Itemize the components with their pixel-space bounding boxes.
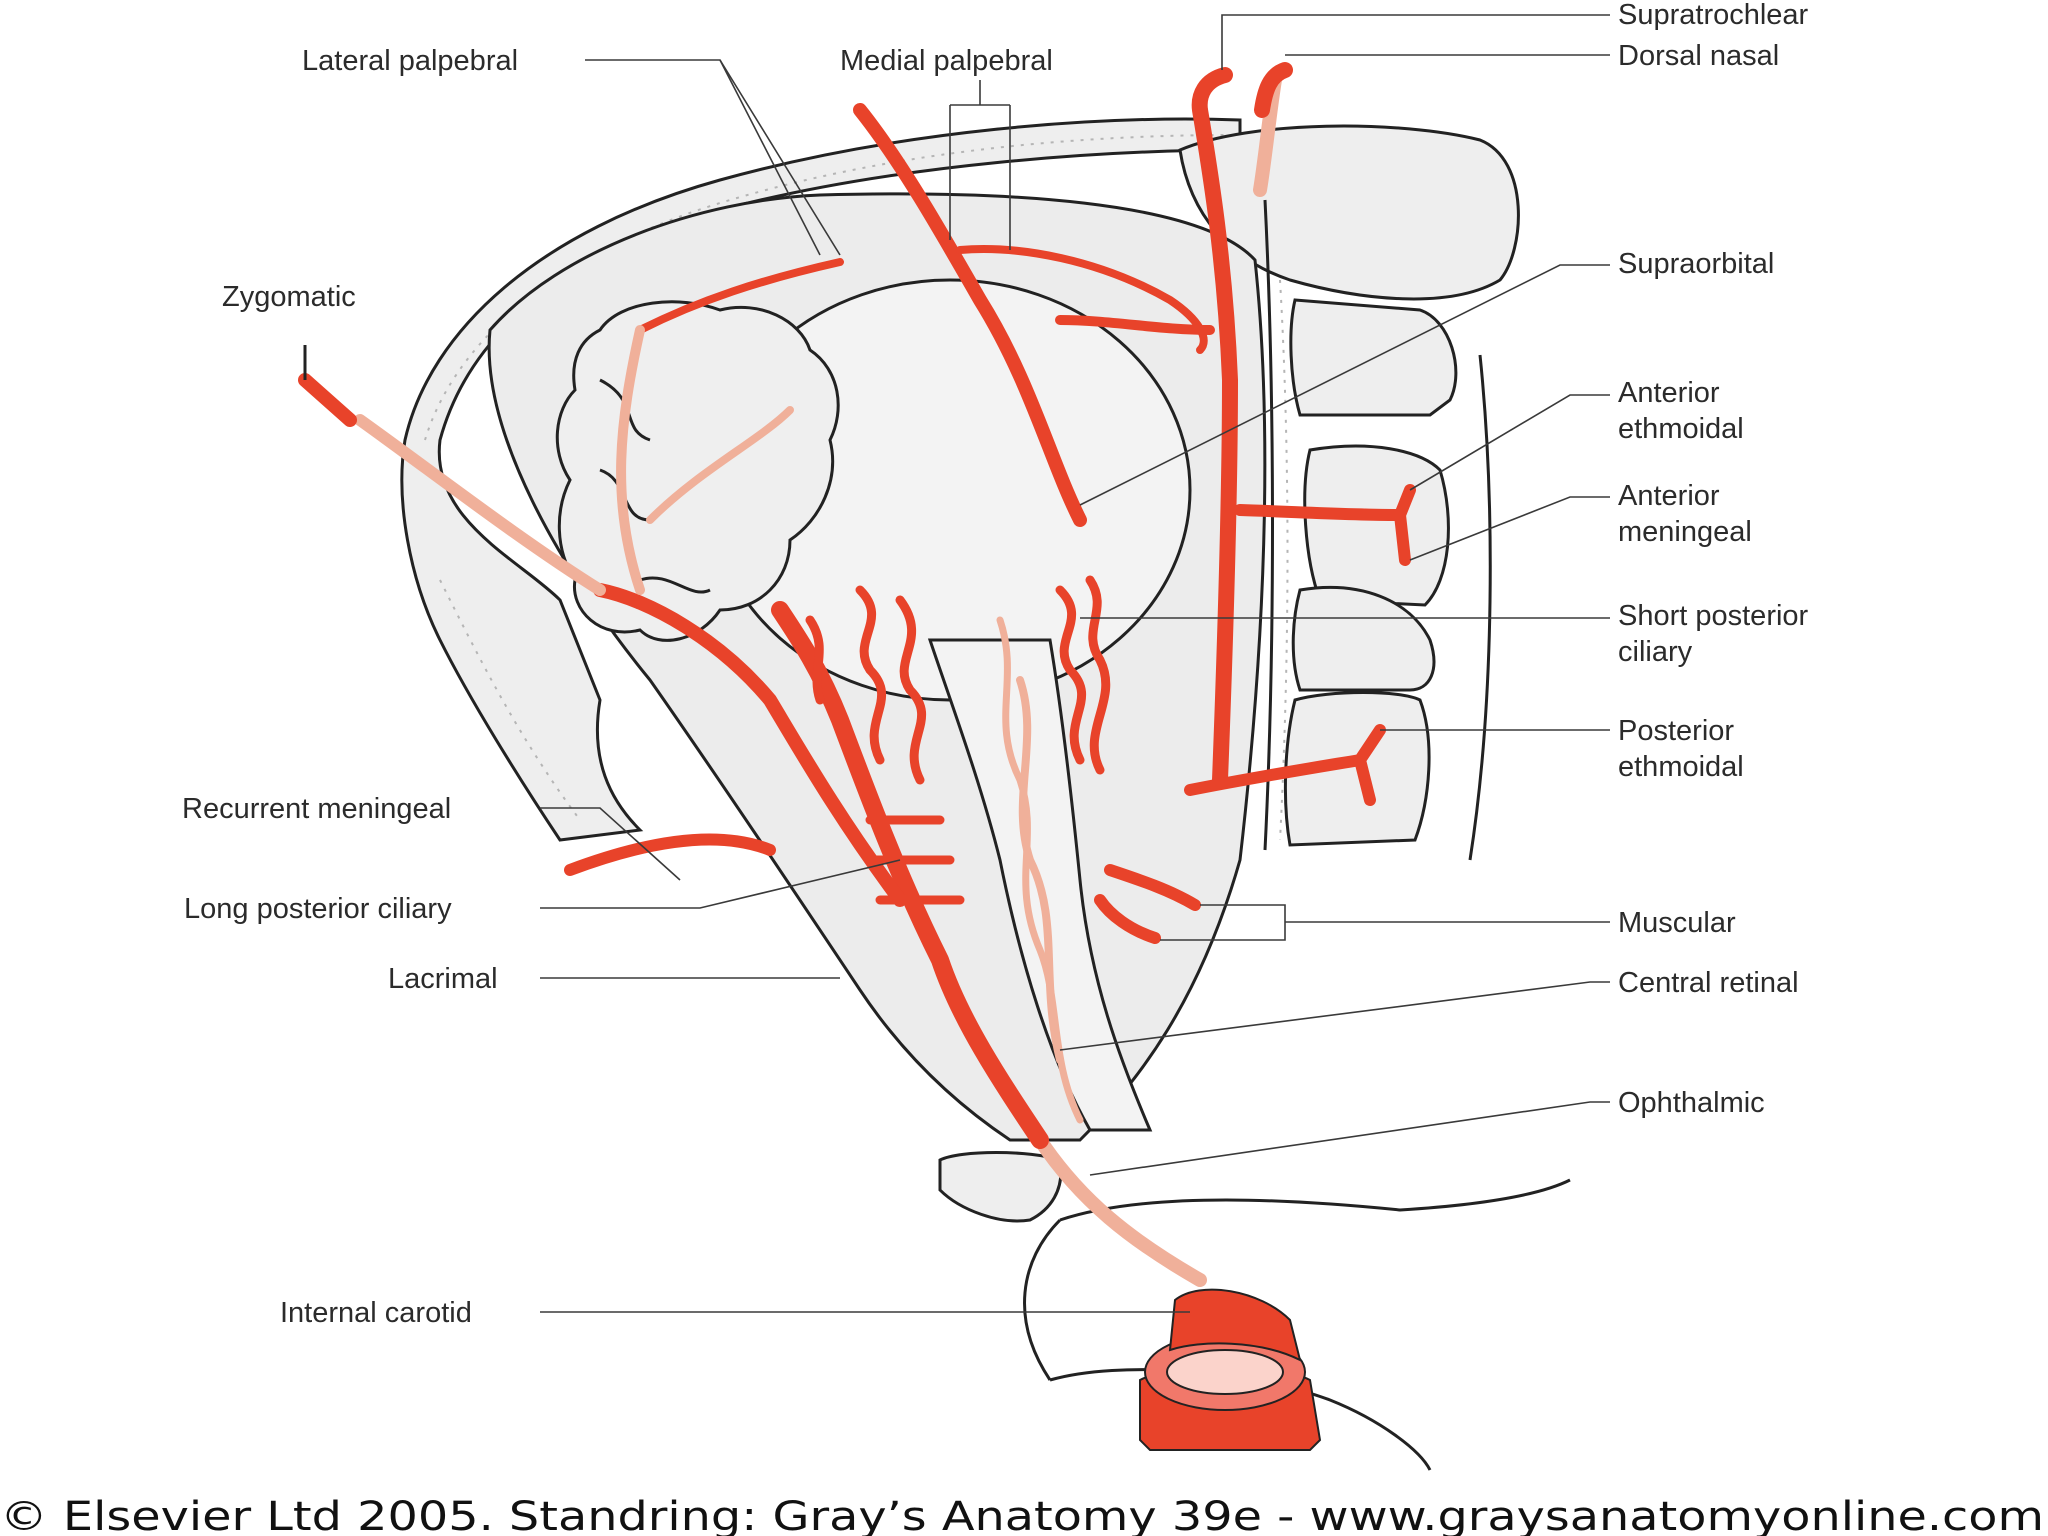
label-anterior-meningeal-line2: meningeal: [1618, 516, 1752, 548]
leader-lines: [540, 14, 1610, 1313]
ophthalmic-artery: [1033, 1133, 1207, 1287]
label-short-posterior-ciliary-line2: ciliary: [1618, 636, 1693, 668]
label-anterior-ethmoidal-line1: Anterior: [1618, 377, 1720, 409]
zygomatic-artery: [298, 373, 357, 427]
lateral-palpebral-artery: [636, 258, 844, 334]
label-anterior-ethmoidal: Anterior ethmoidal: [1618, 377, 1744, 445]
ethmoid-cell-2: [1303, 444, 1450, 607]
label-medial-palpebral: Medial palpebral: [840, 45, 1053, 77]
label-posterior-ethmoidal-line1: Posterior: [1618, 715, 1734, 747]
label-supraorbital: Supraorbital: [1618, 248, 1774, 280]
label-lacrimal: Lacrimal: [388, 963, 498, 995]
label-internal-carotid: Internal carotid: [280, 1297, 472, 1329]
label-central-retinal: Central retinal: [1618, 967, 1799, 999]
label-anterior-meningeal: Anterior meningeal: [1618, 480, 1752, 548]
supraorbital-artery: [853, 103, 1087, 527]
label-supratrochlear: Supratrochlear: [1618, 0, 1809, 31]
label-anterior-meningeal-line1: Anterior: [1618, 480, 1720, 512]
label-anterior-ethmoidal-line2: ethmoidal: [1618, 413, 1744, 445]
copyright-credit: © Elsevier Ltd 2005. Standring: Gray’s A…: [0, 1494, 2044, 1536]
label-ophthalmic: Ophthalmic: [1618, 1087, 1765, 1119]
label-recurrent-meningeal: Recurrent meningeal: [182, 793, 451, 825]
label-posterior-ethmoidal-line2: ethmoidal: [1618, 751, 1744, 783]
posterior-ethmoidal-artery: [1184, 724, 1386, 806]
short-posterior-ciliary-arteries: [805, 575, 1111, 785]
central-retinal-artery: [1016, 676, 1064, 1064]
label-lateral-palpebral: Lateral palpebral: [302, 45, 518, 77]
label-short-posterior-ciliary: Short posterior ciliary: [1618, 600, 1816, 668]
sphenoid-floor: [1059, 1178, 1571, 1222]
orbital-roof-dots: [424, 134, 1236, 441]
lacrimal-artery: [593, 583, 907, 907]
supratrochlear-artery: [1191, 67, 1238, 788]
recurrent-meningeal-artery: [564, 833, 776, 876]
label-posterior-ethmoidal: Posterior ethmoidal: [1618, 715, 1744, 783]
anterior-ethmoidal-artery: [1234, 484, 1416, 566]
label-zygomatic: Zygomatic: [222, 281, 356, 313]
ethmoid-cell-3: [1291, 585, 1436, 692]
muscular-arteries: [1094, 864, 1201, 944]
label-muscular: Muscular: [1618, 907, 1736, 939]
label-dorsal-nasal: Dorsal nasal: [1618, 40, 1779, 72]
medial-wall: [1263, 199, 1274, 851]
label-long-posterior-ciliary: Long posterior ciliary: [184, 893, 452, 925]
anterior-clinoid: [938, 1151, 1063, 1223]
label-short-posterior-ciliary-line1: Short posterior: [1618, 600, 1809, 632]
